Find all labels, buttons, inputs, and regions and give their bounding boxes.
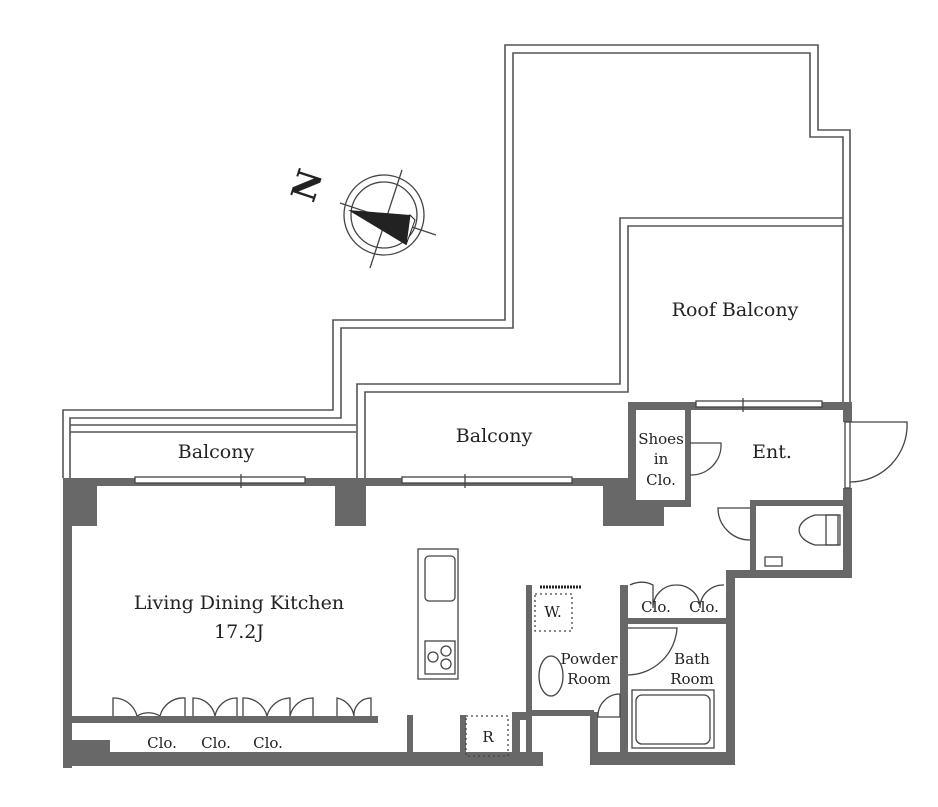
closet-label: Clo. — [253, 734, 283, 752]
shoes-closet-label-3: Clo. — [646, 471, 676, 489]
balcony-left-label: Balcony — [178, 441, 255, 463]
refrigerator-label: R — [482, 728, 494, 746]
powder-room-label-2: Room — [567, 670, 611, 688]
washer-space — [534, 593, 573, 632]
entrance-label: Ent. — [752, 441, 792, 463]
balcony-center-label: Balcony — [456, 425, 533, 447]
windows — [134, 398, 823, 488]
toilet — [764, 514, 841, 567]
balcony-outline — [62, 44, 851, 478]
bath-room-label-2: Room — [670, 670, 714, 688]
powder-sink — [538, 655, 564, 697]
fridge-space — [465, 715, 509, 757]
closet-label: Clo. — [689, 598, 719, 616]
doors — [112, 421, 908, 718]
kitchen-counter — [417, 548, 459, 680]
washer-label: W. — [544, 603, 562, 621]
bathtub — [631, 689, 715, 749]
roof-balcony-label: Roof Balcony — [672, 299, 799, 321]
north-compass: N — [284, 165, 437, 269]
shoes-closet-label-2: in — [654, 450, 669, 468]
bath-room-label-1: Bath — [674, 650, 710, 668]
ldk-label: Living Dining Kitchen — [134, 592, 344, 614]
shoes-closet-label-1: Shoes — [638, 430, 684, 448]
closet-label: Clo. — [147, 734, 177, 752]
closet-label: Clo. — [201, 734, 231, 752]
ldk-area: 17.2J — [214, 621, 264, 643]
powder-room-label-1: Powder — [560, 650, 618, 668]
walls — [63, 402, 852, 768]
closet-label: Clo. — [641, 598, 671, 616]
north-label: N — [284, 165, 332, 207]
